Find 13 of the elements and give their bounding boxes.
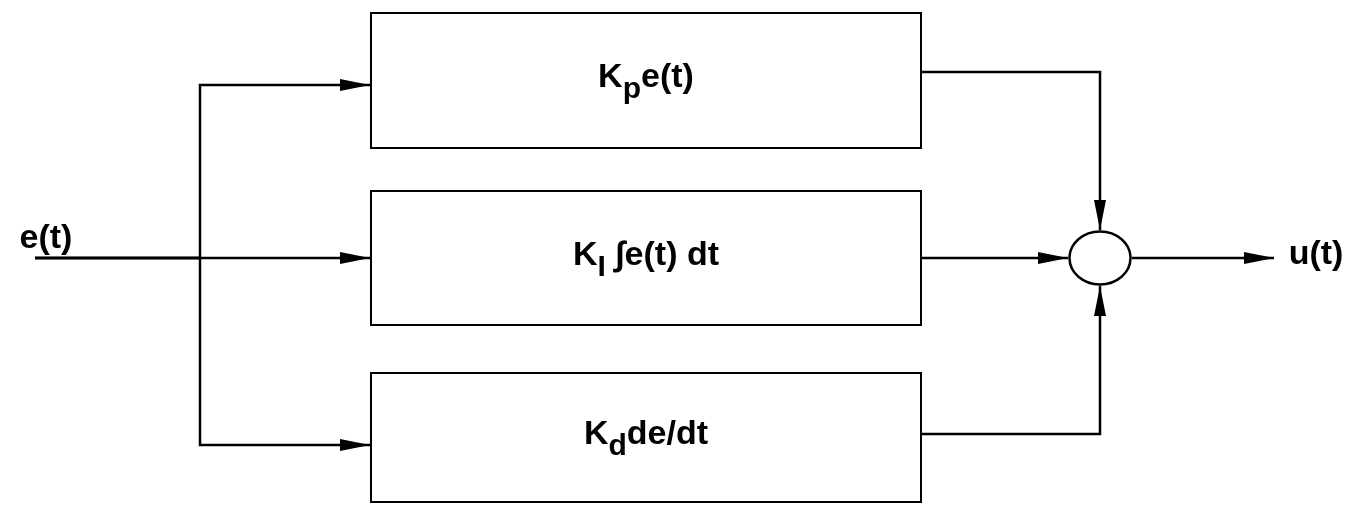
formula-text: K$_{I}$ ∫e(t) dt [572,233,720,283]
arrow [922,70,1106,230]
arrow [922,286,1106,436]
gain-block [370,372,922,503]
arrow [1132,252,1274,264]
gain-block [370,12,922,149]
gain-block [370,190,922,326]
signal-label: e(t) [19,216,73,256]
signal-label: u(t) [1288,232,1344,272]
formula-text: K$_{d}$de/dt [583,413,709,462]
arrow [35,256,370,451]
arrow [922,252,1068,264]
formula-text: K$_{p}$e(t) [598,56,694,105]
